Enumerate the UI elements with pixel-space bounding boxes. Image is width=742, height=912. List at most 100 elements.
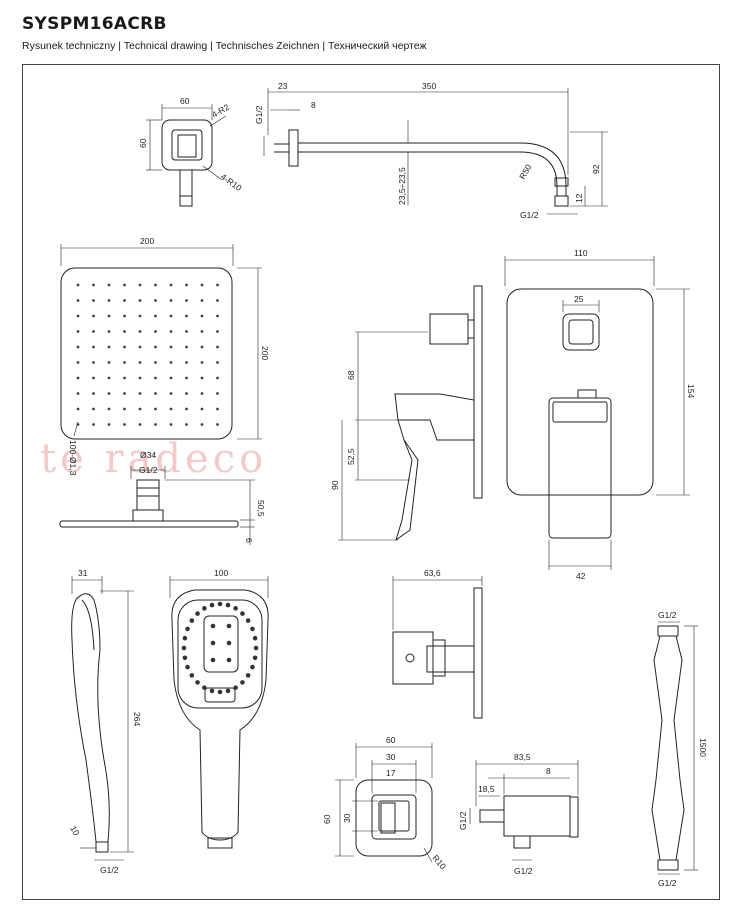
nozzle-hole <box>154 314 157 318</box>
nozzle-hole <box>200 330 204 333</box>
nozzle-hole <box>169 376 173 380</box>
nozzle-hole <box>169 392 173 395</box>
nozzle-hole <box>169 407 173 411</box>
dim-head-holes: 100-Ø1,3 <box>68 440 78 476</box>
dim-hand-31: 31 <box>78 568 88 578</box>
nozzle-hole <box>185 407 188 411</box>
dim-arm-235: 23,5÷23,5 <box>397 167 407 205</box>
nozzle-hole <box>185 299 188 302</box>
nozzle-hole <box>123 283 126 287</box>
hand-nozzle <box>202 685 207 690</box>
nozzle-hole <box>185 423 188 426</box>
shower-hose <box>651 621 698 875</box>
nozzle-hole <box>92 299 95 302</box>
nozzle-hole <box>154 330 157 333</box>
elbow-front-view <box>335 743 433 863</box>
nozzle-hole <box>154 345 157 349</box>
dim-plate-154: 154 <box>686 384 696 398</box>
dim-arm-23: 23 <box>278 81 288 91</box>
nozzle-hole <box>92 423 95 426</box>
nozzle-hole <box>138 330 142 333</box>
nozzle-hole <box>216 407 219 411</box>
dim-arm-8: 8 <box>311 100 316 110</box>
nozzle-hole <box>92 392 95 395</box>
hand-nozzle <box>225 602 231 608</box>
hand-nozzle <box>233 606 238 611</box>
hand-nozzle <box>253 645 259 651</box>
dim-mixer-525: 52,5 <box>346 448 356 465</box>
nozzle-hole <box>138 423 142 426</box>
dim-elbow-60w: 60 <box>386 735 396 745</box>
nozzle-hole <box>107 330 111 333</box>
nozzle-hole <box>92 376 95 380</box>
hand-nozzle <box>245 618 251 623</box>
nozzle-hole <box>154 299 157 302</box>
nozzle-hole <box>138 283 142 287</box>
dim-arm-g12-top: G1/2 <box>254 105 264 124</box>
nozzle-hole <box>138 376 142 380</box>
nozzle-hole <box>76 299 80 302</box>
nozzle-hole <box>107 407 111 411</box>
dim-plate-25: 25 <box>574 294 584 304</box>
hand-shower-front-view <box>169 576 269 849</box>
nozzle-hole <box>123 299 126 302</box>
nozzle-hole <box>169 283 173 287</box>
dim-side-g12-bottom: G1/2 <box>514 866 533 876</box>
nozzle-hole <box>138 361 142 364</box>
hand-nozzle <box>189 618 195 623</box>
dim-plate-42: 42 <box>576 571 586 581</box>
hand-nozzle <box>195 680 200 685</box>
dim-hose-g12-top: G1/2 <box>658 610 677 620</box>
drawing-subtitle: Rysunek techniczny | Technical drawing |… <box>22 40 427 52</box>
nozzle-hole <box>200 423 204 426</box>
concealed-body <box>392 576 483 719</box>
dim-side-835: 83,5 <box>514 752 531 762</box>
hand-nozzle <box>217 689 223 695</box>
dim-mixer-90: 90 <box>330 480 340 490</box>
dim-hand-g12: G1/2 <box>100 865 119 875</box>
nozzle-hole <box>154 376 157 380</box>
hand-nozzle <box>225 688 231 694</box>
nozzle-hole <box>92 345 95 349</box>
nozzle-hole <box>138 314 142 318</box>
dim-arm-g12-bottom: G1/2 <box>520 210 539 220</box>
nozzle-hole <box>185 345 188 349</box>
hand-nozzle <box>210 623 216 629</box>
nozzle-hole <box>169 345 173 349</box>
dim-wall-plate-w: 60 <box>180 96 190 106</box>
nozzle-hole <box>154 361 157 364</box>
hand-nozzle <box>226 640 232 646</box>
mixer-side-view <box>338 285 483 541</box>
nozzle-hole <box>185 392 188 395</box>
nozzle-hole <box>138 345 142 349</box>
nozzle-hole <box>200 314 204 318</box>
dim-r2: 4-R2 <box>210 102 231 120</box>
nozzle-hole <box>123 392 126 395</box>
hand-nozzle <box>185 626 190 632</box>
nozzle-hole <box>107 299 111 302</box>
nozzle-hole <box>200 361 204 364</box>
hand-nozzle <box>182 635 188 641</box>
hand-nozzle <box>250 626 255 632</box>
shower-head-top-view <box>60 244 262 440</box>
hand-nozzle <box>210 640 216 646</box>
hand-nozzle <box>226 657 232 663</box>
nozzle-hole <box>76 330 80 333</box>
hand-nozzle <box>181 645 187 651</box>
hand-nozzle <box>182 655 188 661</box>
nozzle-hole <box>76 407 80 411</box>
hand-nozzle <box>210 657 216 663</box>
nozzle-hole <box>92 314 95 318</box>
nozzle-hole <box>107 376 111 380</box>
nozzle-hole <box>200 283 204 287</box>
nozzle-hole <box>216 361 219 364</box>
nozzle-hole <box>200 407 204 411</box>
hand-nozzle <box>245 673 251 678</box>
nozzle-hole <box>123 314 126 318</box>
nozzle-hole <box>107 392 111 395</box>
nozzle-hole <box>76 392 80 395</box>
dim-hose-1500: 1500 <box>698 738 708 757</box>
hand-nozzle <box>226 623 232 629</box>
nozzle-hole <box>107 345 111 349</box>
